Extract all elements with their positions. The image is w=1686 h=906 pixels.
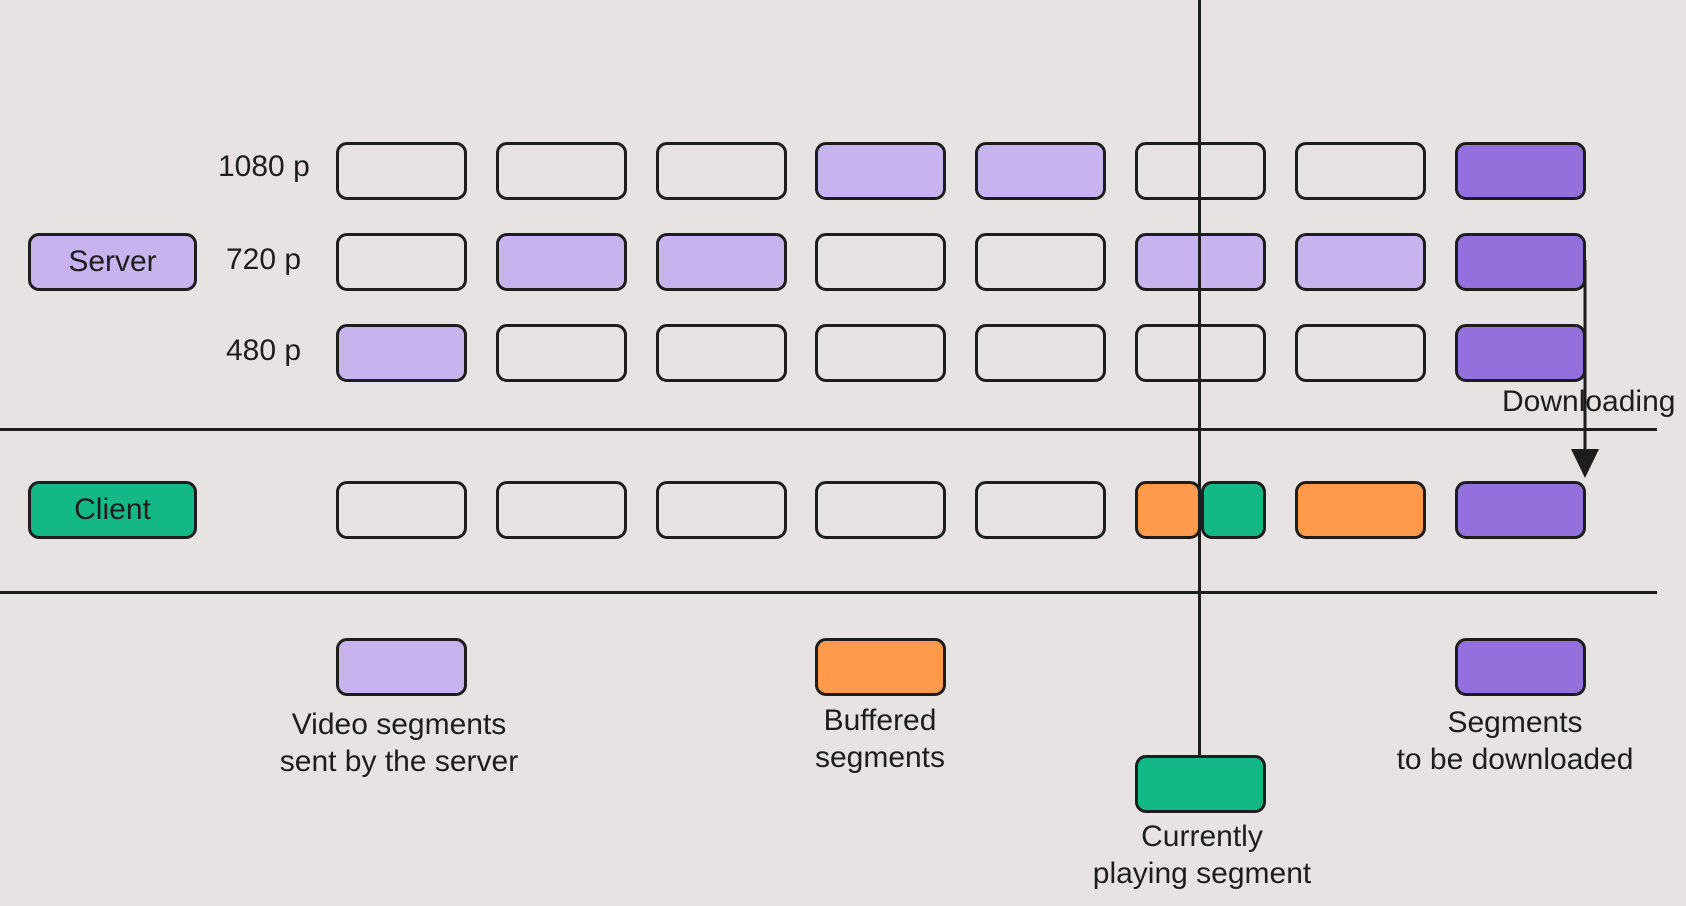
server-segment — [975, 142, 1106, 200]
server-segment — [1455, 233, 1586, 291]
legend-to-download-caption: Segments to be downloaded — [1380, 704, 1650, 778]
legend-playing-caption: Currently playing segment — [1070, 818, 1334, 892]
server-segment — [656, 324, 787, 382]
legend-sent-caption: Video segments sent by the server — [266, 706, 532, 780]
legend-buffered-caption: Buffered segments — [780, 702, 980, 776]
legend-playing-line1: Currently — [1141, 820, 1263, 853]
server-segment — [656, 233, 787, 291]
resolution-label-720p: 720 p — [226, 243, 302, 276]
client-label-box: Client — [28, 481, 197, 539]
legend-to-download-line2: to be downloaded — [1396, 743, 1634, 776]
server-segment — [656, 142, 787, 200]
legend-playing-line2: playing segment — [1092, 857, 1312, 890]
downloading-label: Downloading — [1502, 385, 1676, 418]
legend-sent-swatch — [336, 638, 467, 696]
client-segment — [1295, 481, 1426, 539]
server-segment — [815, 233, 946, 291]
legend-sent-line1: Video segments — [291, 708, 507, 741]
resolution-label-1080p: 1080 p — [218, 150, 310, 183]
server-segment — [1295, 233, 1426, 291]
client-segment — [1455, 481, 1586, 539]
legend-to-download-line1: Segments — [1447, 706, 1583, 739]
server-segment — [336, 142, 467, 200]
server-segment — [496, 233, 627, 291]
server-segment — [975, 324, 1106, 382]
server-segment — [1295, 324, 1426, 382]
legend-buffered-swatch — [815, 638, 946, 696]
server-client-divider — [0, 428, 1657, 431]
client-segment-buffered-part — [1135, 481, 1201, 539]
client-label: Client — [74, 493, 151, 526]
server-segment — [336, 233, 467, 291]
legend-buffered-line2: segments — [814, 741, 946, 774]
server-segment — [336, 324, 467, 382]
legend-to-download-swatch — [1455, 638, 1586, 696]
server-segment — [815, 324, 946, 382]
client-segment — [656, 481, 787, 539]
legend-sent-line2: sent by the server — [279, 745, 519, 778]
server-segment — [815, 142, 946, 200]
server-segment — [496, 324, 627, 382]
legend-buffered-line1: Buffered — [823, 704, 937, 737]
playhead-line — [1198, 0, 1201, 757]
server-segment — [975, 233, 1106, 291]
client-segment — [496, 481, 627, 539]
server-label: Server — [68, 245, 157, 278]
client-segment-playing-part — [1201, 481, 1266, 539]
client-legend-divider — [0, 591, 1657, 594]
client-segment — [815, 481, 946, 539]
client-segment — [336, 481, 467, 539]
server-segment — [496, 142, 627, 200]
server-segment — [1295, 142, 1426, 200]
resolution-label-480p: 480 p — [226, 334, 302, 367]
server-segment — [1455, 142, 1586, 200]
server-label-box: Server — [28, 233, 197, 291]
client-segment — [975, 481, 1106, 539]
server-segment — [1455, 324, 1586, 382]
